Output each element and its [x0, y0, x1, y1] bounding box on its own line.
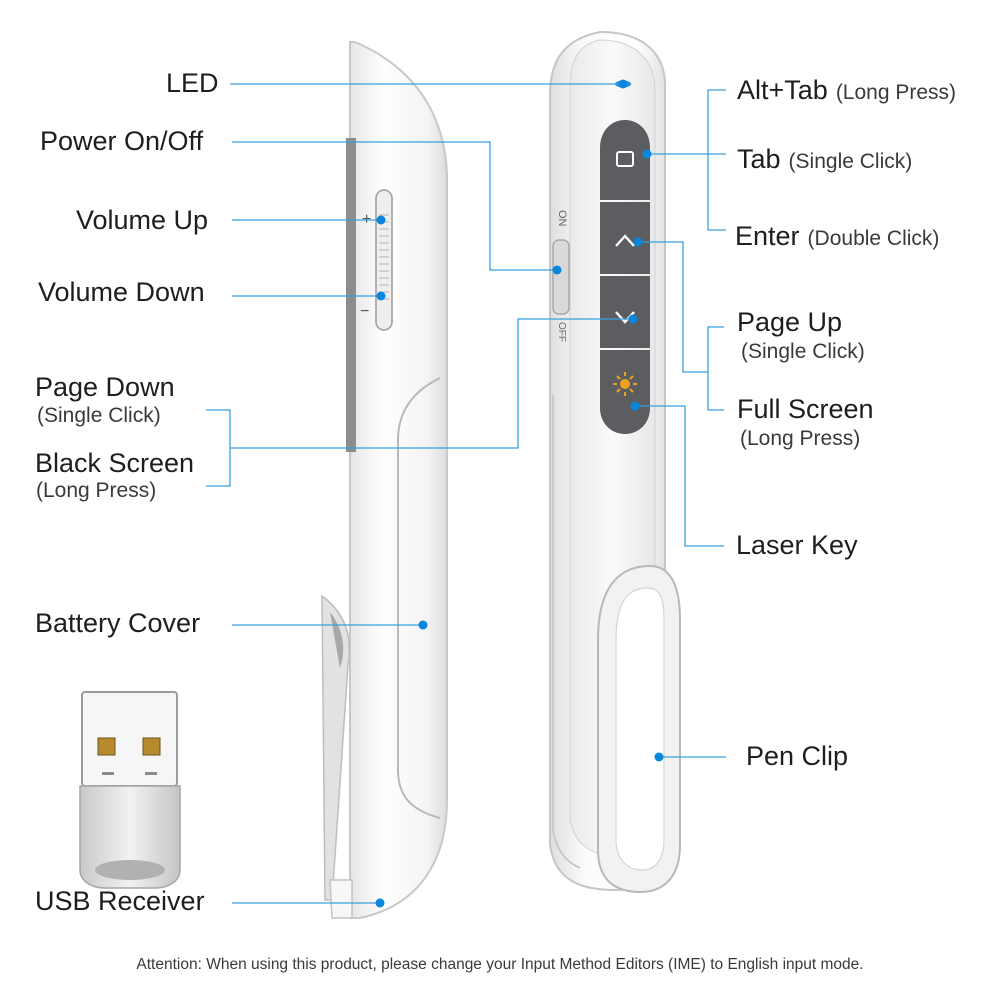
label-pen-clip: Pen Clip — [746, 741, 849, 771]
label-volume-up: Volume Up — [76, 205, 209, 235]
side-bottom-notch — [329, 879, 353, 919]
dot-volume-up — [376, 215, 386, 225]
battery-cover-seam — [397, 377, 441, 819]
leader-lines — [206, 83, 726, 904]
usb-plug — [81, 691, 178, 787]
laser-sun-icon — [613, 372, 637, 396]
label-full-screen: Full Screen — [737, 394, 874, 424]
dot-volume-down — [376, 291, 386, 301]
pen-clip-inner — [615, 587, 665, 871]
chevron-up-icon — [615, 234, 635, 247]
attention-note: Attention: When using this product, plea… — [136, 956, 864, 973]
label-tab: Tab — [737, 144, 781, 174]
leader-page-down — [230, 318, 633, 449]
label-battery-cover: Battery Cover — [35, 608, 201, 638]
dot-pen-clip — [654, 752, 664, 762]
dot-tab — [642, 149, 652, 159]
device-front-view: ON OFF — [549, 30, 681, 894]
label-led: LED — [166, 68, 219, 98]
label-volume-down: Volume Down — [38, 277, 205, 307]
dot-laser-key — [630, 401, 640, 411]
dot-page-up — [633, 237, 643, 247]
dot-led — [618, 79, 628, 89]
leader-right-bracket-mid — [707, 326, 724, 411]
label-alt-tab-sub: (Long Press) — [835, 81, 957, 104]
usb-contact-right — [142, 737, 161, 756]
device-side-view: + − — [321, 41, 448, 919]
label-usb-receiver: USB Receiver — [35, 886, 205, 916]
power-on-mark: ON — [556, 210, 568, 227]
label-black-screen-sub: (Long Press) — [36, 479, 157, 502]
leader-power — [232, 141, 557, 271]
label-black-screen: Black Screen — [35, 448, 195, 478]
label-power: Power On/Off — [40, 126, 204, 156]
label-laser-key: Laser Key — [736, 530, 858, 560]
volume-rocker[interactable] — [375, 189, 393, 331]
usb-receiver — [79, 691, 181, 889]
label-tab-sub: (Single Click) — [788, 150, 913, 173]
label-enter: Enter — [735, 221, 800, 251]
label-page-up-sub: (Single Click) — [741, 340, 865, 363]
front-side-seam — [552, 395, 581, 869]
side-clip-shadow — [330, 612, 344, 668]
label-enter-sub: (Double Click) — [807, 227, 940, 250]
usb-slot-right — [145, 772, 157, 775]
power-off-mark: OFF — [556, 322, 567, 342]
volume-minus-mark: − — [360, 303, 369, 320]
button-strip — [600, 120, 650, 434]
leader-laser-key — [635, 405, 724, 547]
square-icon — [616, 151, 634, 167]
usb-cap — [79, 785, 181, 889]
label-page-up: Page Up — [737, 307, 843, 337]
label-tab-row: Tab (Single Click) — [737, 146, 912, 173]
side-clip — [321, 594, 351, 901]
leader-page-up — [638, 241, 708, 373]
label-alt-tab: Alt+Tab — [737, 75, 828, 105]
dot-battery-cover — [418, 620, 428, 630]
label-dots — [375, 79, 664, 908]
label-alt-tab-row: Alt+Tab (Long Press) — [737, 77, 956, 104]
dot-page-down — [628, 314, 638, 324]
label-full-screen-sub: (Long Press) — [740, 427, 861, 450]
up-button[interactable] — [600, 202, 650, 274]
leader-left-bracket — [206, 409, 231, 487]
usb-cap-bottom — [95, 860, 165, 880]
usb-contact-left — [97, 737, 116, 756]
dot-usb-receiver — [375, 898, 385, 908]
usb-slot-left — [102, 772, 114, 775]
label-enter-row: Enter (Double Click) — [735, 223, 939, 250]
down-button[interactable] — [600, 276, 650, 348]
dot-power — [552, 265, 562, 275]
power-switch[interactable] — [552, 239, 570, 315]
label-page-down-sub: (Single Click) — [37, 404, 161, 427]
side-edge-strip — [346, 138, 356, 452]
label-page-down: Page Down — [35, 372, 175, 402]
tab-button[interactable] — [600, 120, 650, 200]
leader-right-bracket-top — [707, 89, 726, 231]
